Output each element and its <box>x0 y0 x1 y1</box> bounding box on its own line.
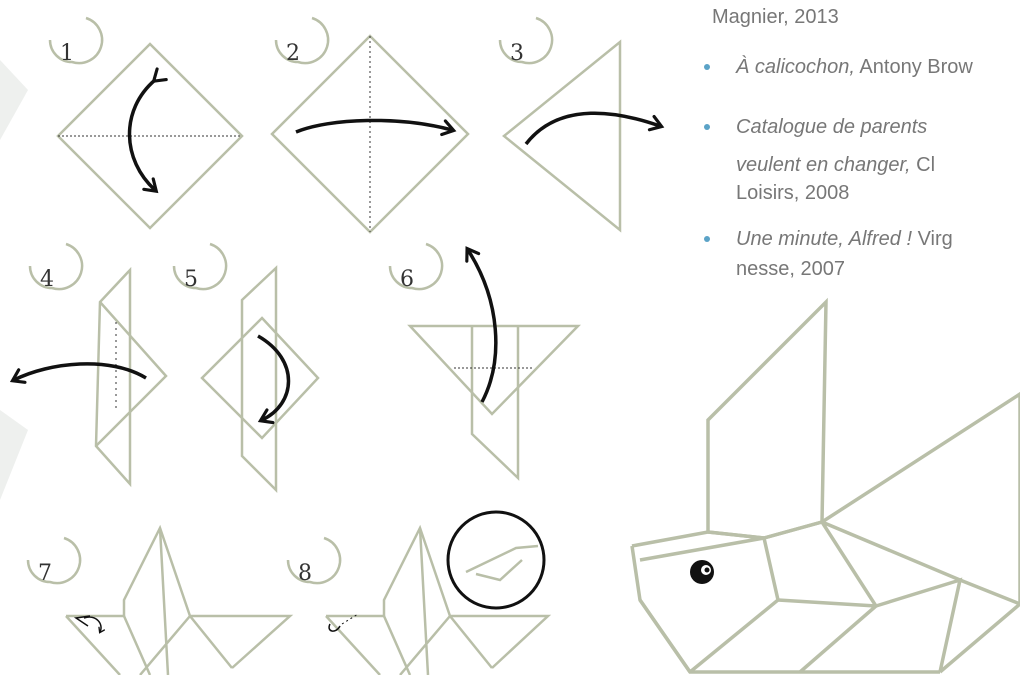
bullet-icon <box>704 236 710 242</box>
step-7-diagram <box>66 528 290 675</box>
fold-arrow <box>258 336 289 420</box>
fold-arrow <box>129 80 155 190</box>
edge-decoration-top <box>0 60 28 140</box>
step-3-diagram <box>504 42 660 230</box>
zoom-circle <box>448 512 544 608</box>
step-2-badge: 2 <box>276 18 328 66</box>
step-8-badge: 8 <box>288 538 340 586</box>
step-1-badge: 1 <box>50 18 102 66</box>
step-6-number: 6 <box>400 267 414 292</box>
step-7-number: 7 <box>38 561 52 586</box>
bib-item-2-title-cont: veulent en changer, <box>736 154 911 176</box>
edge-decoration-bottom <box>0 410 28 500</box>
bib-item-2-title: Catalogue de parents <box>736 116 927 138</box>
bib-item-2-publisher: Loisirs, 2008 <box>736 180 849 206</box>
bib-item-1-title: À calicochon, <box>736 56 855 78</box>
step-5-number: 5 <box>184 267 198 292</box>
bib-item-3-title: Une minute, Alfred ! <box>736 228 912 250</box>
step-7-badge: 7 <box>28 538 80 586</box>
origami-bird-illustration <box>632 302 1020 672</box>
bib-line-0-text: Magnier, 2013 <box>712 6 839 28</box>
fold-arrow <box>14 364 146 380</box>
step-6-badge: 6 <box>390 244 442 292</box>
step-2-diagram <box>272 36 468 232</box>
step-1-diagram <box>58 44 242 228</box>
step-3-badge: 3 <box>500 18 552 66</box>
bird-eye <box>690 560 714 584</box>
bib-item-1-rest: Antony Brow <box>855 56 973 78</box>
step-4-number: 4 <box>40 267 54 292</box>
fold-arrow <box>296 120 452 132</box>
step-8-diagram <box>326 512 548 675</box>
bib-line-0: Magnier, 2013 <box>712 4 839 30</box>
bib-item-3-rest: Virg <box>912 228 953 250</box>
step-1-number: 1 <box>60 41 74 66</box>
bullet-icon <box>704 64 710 70</box>
step-5-diagram <box>202 268 318 490</box>
step-2-number: 2 <box>286 41 300 66</box>
step-5-badge: 5 <box>174 244 226 292</box>
bullet-icon <box>704 124 710 130</box>
step-4-badge: 4 <box>30 244 82 292</box>
bib-item-2-rest: Cl <box>911 154 935 176</box>
step-8-number: 8 <box>298 561 312 586</box>
step-4-diagram <box>14 270 166 484</box>
step-3-number: 3 <box>510 41 524 66</box>
bib-item-3-publisher: nesse, 2007 <box>736 256 845 282</box>
fold-arrow <box>526 113 660 144</box>
